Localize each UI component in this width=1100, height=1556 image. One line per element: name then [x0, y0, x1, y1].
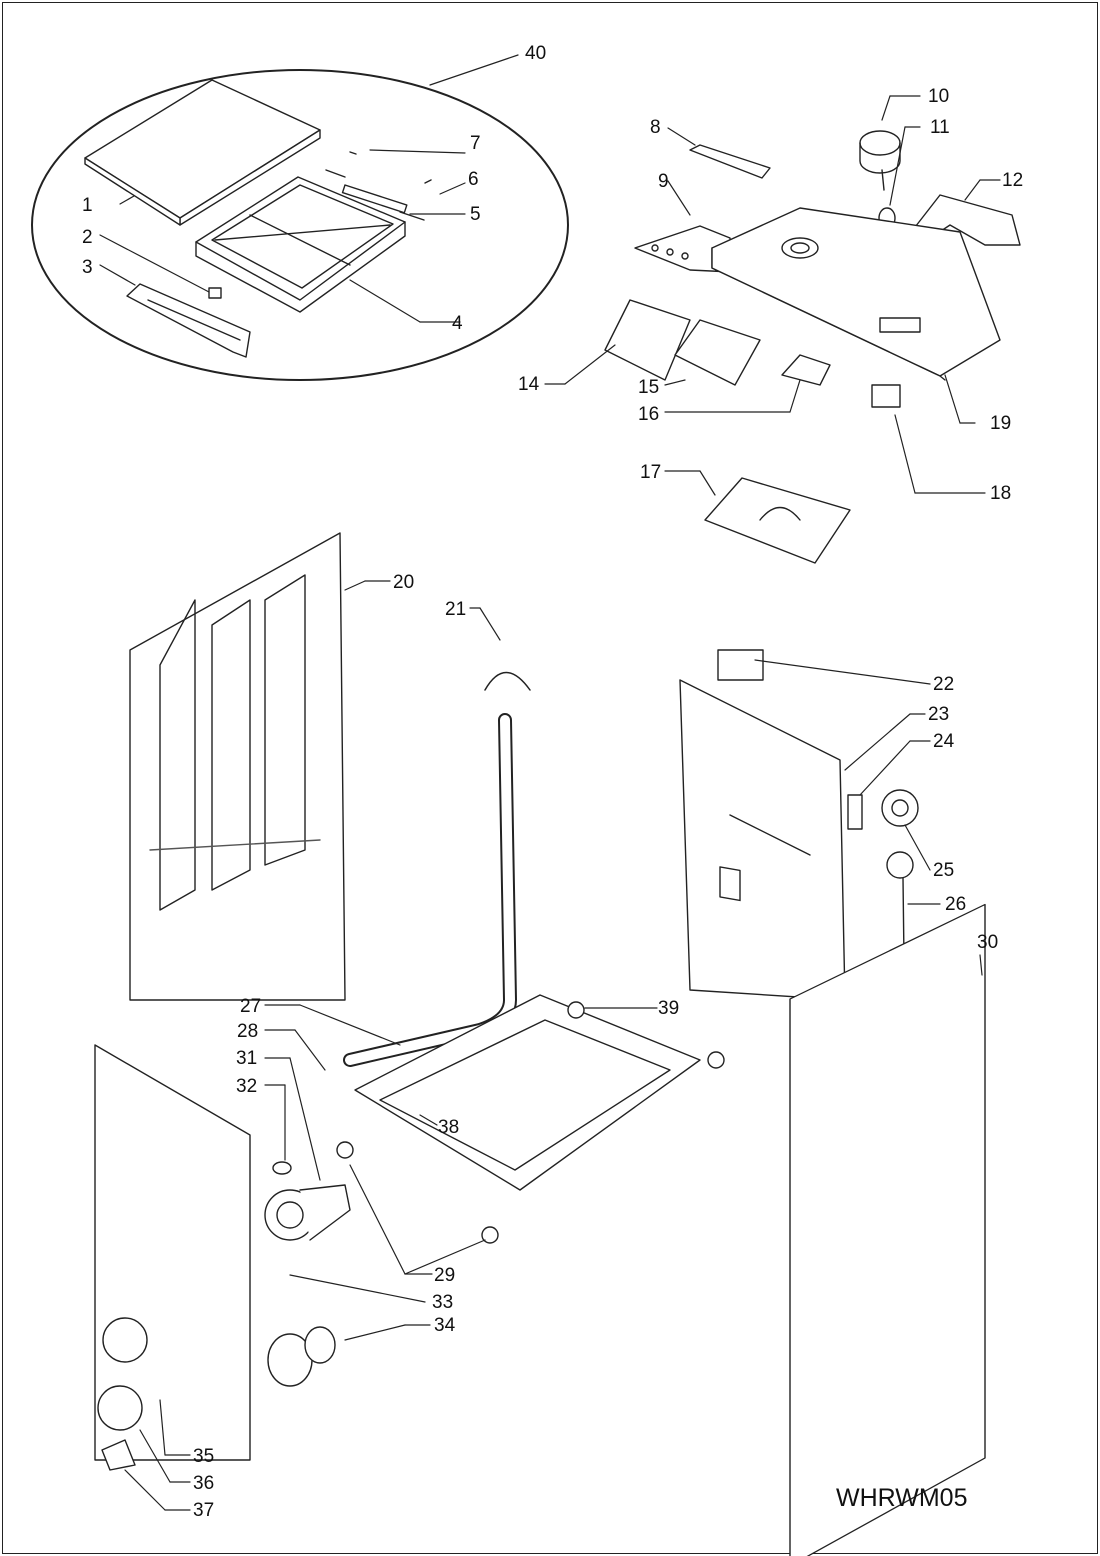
- lid-handle: [126, 283, 251, 358]
- part-34-filter: [267, 1326, 336, 1387]
- callout-28: 28: [237, 1021, 259, 1042]
- callout-24: 24: [933, 731, 955, 752]
- lid-assembly-group: [31, 69, 569, 381]
- part-32-clamp: [272, 1161, 292, 1175]
- callout-19: 19: [990, 413, 1012, 434]
- callout-14: 14: [518, 374, 540, 395]
- callout-5: 5: [470, 204, 481, 225]
- callout-27: 27: [240, 996, 262, 1017]
- part-30-side-panel: [789, 903, 986, 1556]
- part-31-pump: [264, 1184, 351, 1241]
- callout-20: 20: [393, 572, 415, 593]
- callout-25: 25: [933, 860, 955, 881]
- lid-frame: [195, 176, 406, 313]
- part-22-valve: [717, 649, 764, 681]
- callout-40: 40: [525, 43, 547, 64]
- part-23-rear-panel: [679, 679, 846, 1001]
- callout-16: 16: [638, 404, 660, 425]
- callout-30: 30: [977, 932, 999, 953]
- callout-6: 6: [468, 169, 479, 190]
- callout-11: 11: [930, 117, 950, 138]
- model-code: WHRWM05: [836, 1484, 968, 1512]
- part-36-access-door: [97, 1385, 143, 1431]
- callout-29: 29: [434, 1265, 456, 1286]
- callout-32: 32: [236, 1076, 258, 1097]
- part-38-base-frame: [354, 994, 701, 1191]
- feet: [336, 1001, 725, 1244]
- part-8-light-guide: [689, 144, 771, 179]
- part-21-27-drain-hose: [343, 671, 531, 1067]
- callout-21: 21: [445, 599, 467, 620]
- callout-1: 1: [82, 195, 93, 216]
- part-37-latch: [101, 1439, 136, 1471]
- part-18-switch: [871, 384, 901, 408]
- callout-9: 9: [658, 171, 669, 192]
- latch-clip: [208, 287, 222, 299]
- callout-18: 18: [990, 483, 1012, 504]
- callout-35: 35: [193, 1446, 215, 1467]
- callout-7: 7: [470, 133, 481, 154]
- callout-26: 26: [945, 894, 967, 915]
- part-17-drawer-tray: [704, 477, 851, 564]
- hinge-bar: [341, 184, 408, 214]
- callout-23: 23: [928, 704, 950, 725]
- part-16-clip: [781, 354, 831, 386]
- callout-17: 17: [640, 462, 662, 483]
- part-10-program-knob: [859, 130, 901, 191]
- part-15-dispenser: [674, 319, 761, 386]
- part-35-front-panel: [94, 1044, 251, 1461]
- screws: [325, 151, 432, 221]
- part-25-pressure-switch: [881, 789, 919, 827]
- lid-assembly-ellipse: [31, 69, 569, 381]
- callout-8: 8: [650, 117, 661, 138]
- callout-10: 10: [928, 86, 950, 107]
- part-14-dispenser-front: [604, 299, 691, 381]
- callout-33: 33: [432, 1292, 454, 1313]
- part-24-hinge: [847, 794, 863, 830]
- callout-39: 39: [658, 998, 680, 1019]
- part-19-console: [711, 207, 1001, 381]
- callout-4: 4: [452, 313, 463, 334]
- callout-31: 31: [236, 1048, 258, 1069]
- callout-22: 22: [933, 674, 955, 695]
- callout-38: 38: [438, 1117, 460, 1138]
- callout-2: 2: [82, 227, 93, 248]
- callout-37: 37: [193, 1500, 215, 1521]
- callout-34: 34: [434, 1315, 456, 1336]
- lid-panel: [84, 79, 321, 226]
- leader-lines: [99, 54, 1001, 1511]
- control-panel-parts: [604, 130, 1021, 564]
- callout-36: 36: [193, 1473, 215, 1494]
- callout-3: 3: [82, 257, 93, 278]
- callout-12: 12: [1002, 170, 1024, 191]
- part-20-side-panel: [129, 532, 346, 1001]
- callout-15: 15: [638, 377, 660, 398]
